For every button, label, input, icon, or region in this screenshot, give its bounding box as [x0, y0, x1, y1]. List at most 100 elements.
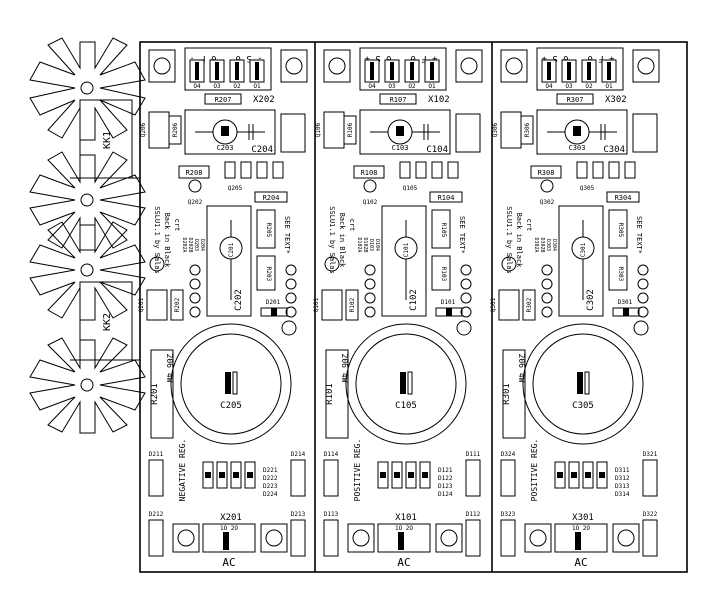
diode-left-bot-label: D212: [149, 511, 164, 518]
transistor-mid-label: Q205: [228, 185, 243, 192]
see-text: SEE TEXT*: [458, 216, 466, 254]
resistor-b: [606, 191, 640, 203]
cap-small-label: C201: [228, 242, 235, 257]
mount-hole: [440, 529, 458, 547]
terminal-pin-slot: [215, 62, 219, 80]
bridge-label: D314: [615, 491, 630, 498]
cap-box-inner-label: C203: [217, 144, 234, 152]
bridge-diode: [216, 461, 228, 489]
mount-hole-box: [148, 49, 176, 83]
resistor-a-label: R105: [440, 223, 447, 238]
pad: [460, 278, 472, 290]
ac-terminal-slot: [223, 532, 229, 550]
diode-left-bot-label: D323: [501, 511, 516, 518]
bridge-label: D223: [263, 483, 278, 490]
resistor-b2: [608, 255, 628, 291]
heatsink-kk2: KK2: [29, 221, 146, 434]
big-cap-outer: [170, 323, 292, 445]
mount-hole-box: [435, 523, 463, 553]
power-resistor-label: R101: [325, 383, 335, 405]
pad: [637, 264, 649, 276]
bridge-label: D311: [615, 467, 630, 474]
diode-col-label: D203: [193, 239, 199, 251]
transistor-bot-label: Q101: [313, 297, 320, 312]
ac-terminal-slot: [398, 532, 404, 550]
resistor-top: [379, 93, 417, 105]
reg-outline: [206, 205, 252, 317]
ac-connector-label: X201: [220, 513, 242, 523]
regulator-label: POSITIVE REG.: [530, 439, 539, 502]
diode-right-top: [465, 459, 481, 497]
diode-small: [447, 161, 459, 179]
diode-band: [271, 308, 277, 316]
pad: [189, 292, 201, 304]
terminal-pins-right: + F 0: [587, 53, 614, 63]
power-resistor-value: 206 4W: [165, 354, 174, 383]
transistor-small: [188, 179, 202, 193]
cap-box: [536, 109, 628, 155]
terminal-pin-label: O3: [388, 83, 396, 90]
terminal-block: [359, 47, 447, 91]
power-resistor: [150, 349, 174, 439]
mount-hole: [324, 256, 340, 272]
terminal-pin-slot: [255, 62, 259, 80]
terminal-pin-label: O1: [428, 83, 436, 90]
bridge-diode: [377, 461, 389, 489]
diode-col-label: D204: [199, 239, 205, 251]
resistor-mid: [178, 165, 210, 179]
bridge-diode: [230, 461, 242, 489]
bridge-diode-mark: [408, 472, 414, 478]
mount-hole: [460, 57, 478, 75]
resistor-mid: [530, 165, 562, 179]
see-text: SEE TEXT*: [283, 216, 291, 254]
ac-terminal: [377, 523, 431, 553]
transistor-mid2-label: Q102: [363, 199, 378, 206]
diode-band: [446, 308, 452, 316]
diode-small: [431, 161, 443, 179]
cap-box: [184, 109, 276, 155]
terminal-pins-left: 0 S +: [364, 53, 392, 63]
terminal-pin-slot: [410, 62, 414, 80]
transistor-label: Q206: [140, 122, 147, 137]
terminal-pin-slot: [547, 62, 551, 80]
resistor-b2: [256, 255, 276, 291]
big-cap-polarity: [400, 372, 406, 394]
bridge-diode: [568, 461, 580, 489]
diode-small-label: D301: [618, 299, 633, 306]
ac-pins: 1O 2O: [395, 525, 413, 532]
diode-small: [576, 161, 588, 179]
mount-hole-box: [500, 49, 528, 83]
resistor-c-label: R302: [526, 297, 533, 312]
diode-small: [224, 161, 236, 179]
credit-line-2: Back in Black: [515, 213, 523, 269]
power-resistor: [325, 349, 349, 439]
mount-hole: [265, 529, 283, 547]
pad: [637, 306, 649, 318]
resistor-big-label: R106: [347, 122, 354, 137]
credit-line: SSLU1.1 by Salas: [505, 206, 513, 273]
big-cap-label: C205: [220, 401, 242, 411]
big-cap-polarity: [577, 372, 583, 394]
pad: [364, 264, 376, 276]
bridge-diode: [202, 461, 214, 489]
big-cap-polarity-outline: [232, 371, 238, 395]
bridge-diode-mark: [380, 472, 386, 478]
diode-small: [399, 161, 411, 179]
resistor-mid: [353, 165, 385, 179]
resistor-b: [429, 191, 463, 203]
diode-small: [256, 161, 268, 179]
resistor-c-label: R202: [174, 297, 181, 312]
heatsink-kk1: KK1: [29, 37, 146, 251]
diode-col-label: D202B: [187, 237, 193, 252]
cap-polarity: [221, 126, 229, 136]
resistor-a: [608, 209, 628, 249]
resistor-a-label: R305: [617, 223, 624, 238]
terminal-pin-label: O2: [233, 83, 241, 90]
big-cap-polarity: [225, 372, 231, 394]
bridge-diode-mark: [233, 472, 239, 478]
diode-left-top: [500, 459, 516, 497]
mount-hole-box: [612, 523, 640, 553]
regulator-label: NEGATIVE REG.: [178, 439, 187, 502]
cap-box: [359, 109, 451, 155]
